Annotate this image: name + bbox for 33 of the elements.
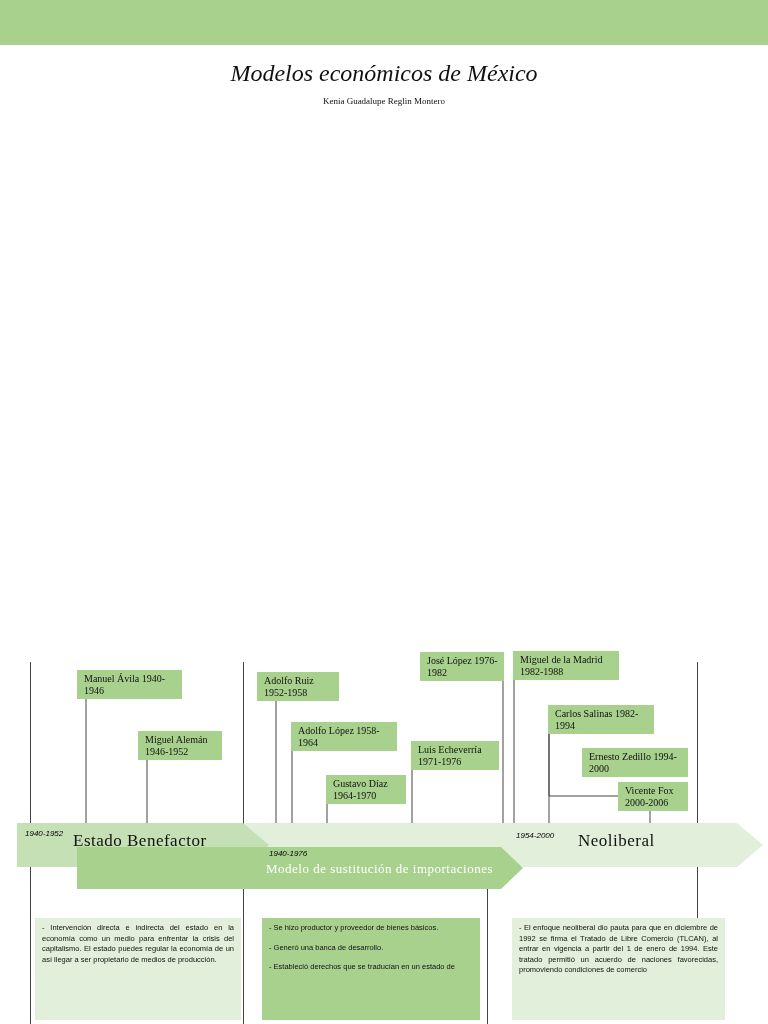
period-title: Estado Benefactor bbox=[73, 831, 207, 851]
connector-line bbox=[326, 802, 328, 824]
connector-line bbox=[85, 697, 87, 824]
name-date-box: Miguel de la Madrid 1982-1988 bbox=[513, 651, 619, 680]
name-date-box: Adolfo Ruiz 1952-1958 bbox=[257, 672, 339, 701]
name-date-box: Gustavo Díaz 1964-1970 bbox=[326, 775, 406, 804]
name-date-box: Adolfo López 1958-1964 bbox=[291, 722, 397, 751]
description-panel bbox=[35, 918, 241, 1020]
name-date-box: Manuel Ávila 1940-1946 bbox=[77, 670, 182, 699]
connector-line bbox=[649, 809, 651, 824]
connector-line bbox=[502, 679, 504, 824]
name-date-box: Ernesto Zedillo 1994-2000 bbox=[582, 748, 688, 777]
period-arrow-band bbox=[77, 847, 523, 889]
name-date-box: Vicente Fox 2000-2006 bbox=[618, 782, 688, 811]
period-title: Modelo de sustitución de importaciones bbox=[266, 861, 493, 877]
connector-line bbox=[146, 758, 148, 824]
connector-line bbox=[411, 768, 413, 824]
name-date-box: Miguel Alemán 1946-1952 bbox=[138, 731, 222, 760]
period-dates: 1954-2000 bbox=[516, 831, 555, 840]
connector-line bbox=[291, 749, 293, 824]
name-date-box: José López 1976-1982 bbox=[420, 652, 504, 681]
author-name: Kenia Guadalupe Reglin Montero bbox=[321, 96, 447, 106]
connector-line bbox=[548, 732, 619, 797]
period-dates: 1940-1952 bbox=[25, 829, 64, 838]
description-panel bbox=[262, 918, 480, 1020]
period-title: Neoliberal bbox=[578, 831, 655, 851]
description-panel bbox=[512, 918, 725, 1020]
name-date-box: Luis Echeverría 1971-1976 bbox=[411, 741, 499, 770]
connector-line bbox=[513, 678, 515, 824]
connector-line bbox=[275, 699, 277, 824]
diagram-title: Modelos económicos de México bbox=[229, 60, 539, 87]
period-dates: 1940-1976 bbox=[269, 849, 308, 858]
name-date-box: Carlos Salinas 1982-1994 bbox=[548, 705, 654, 734]
